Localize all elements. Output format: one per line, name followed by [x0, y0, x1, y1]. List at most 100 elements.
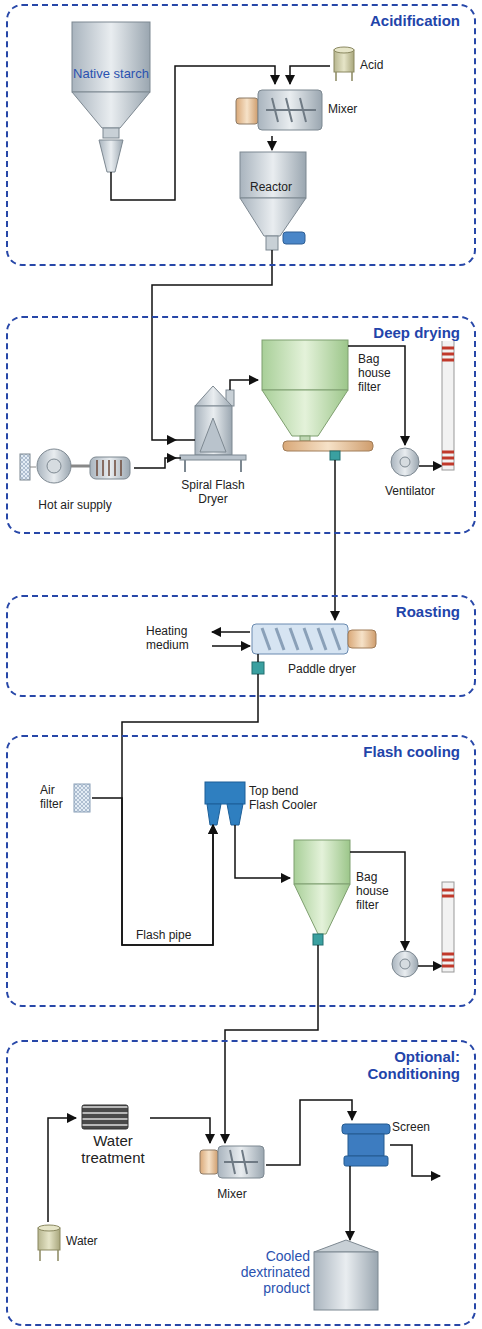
bag-house-filter	[294, 840, 350, 884]
flash-cooler-icon	[205, 782, 245, 825]
ventilator-and-stack	[442, 348, 454, 464]
equipment-node: Native starch	[70, 20, 152, 190]
reactor-vessel	[240, 198, 306, 236]
equipment-label: Water treatment	[72, 1132, 154, 1166]
stage-title: Optional: Conditioning	[340, 1048, 462, 1082]
hot-air-supply	[71, 465, 90, 468]
hot-air-supply	[30, 467, 36, 468]
flow-connector	[230, 380, 258, 390]
equipment-node: Mixer	[198, 1143, 266, 1205]
bag-house-filter	[283, 441, 373, 451]
reactor-vessel	[266, 236, 278, 250]
process-stage: AcidificationNative starchAcidMixerReact…	[6, 4, 476, 266]
screen-icon	[349, 1166, 351, 1172]
flow-connector	[122, 680, 258, 945]
water-tank	[40, 1250, 58, 1261]
equipment-node: Acid	[330, 45, 390, 85]
equipment-node: Top bend Flash Cooler	[203, 780, 330, 825]
stage-title: Flash cooling	[361, 743, 462, 760]
paddle-dryer	[212, 624, 376, 680]
equipment-node: Paddle dryer	[248, 620, 378, 680]
flow-connector	[266, 1100, 352, 1165]
bag-house-filter	[330, 451, 340, 460]
equipment-label: Water	[66, 1234, 98, 1248]
spiral-flash-dryer	[195, 406, 232, 455]
bag-house-filter	[348, 345, 400, 347]
equipment-label: Ventilator	[376, 484, 444, 498]
flow-connector	[152, 250, 272, 440]
acid-tank	[336, 72, 352, 81]
process-stage: RoastingPaddle dryer	[6, 595, 476, 697]
flow-connector	[290, 66, 330, 84]
equipment-label: Native starch	[70, 66, 152, 81]
equipment-node: Hot air supply	[16, 440, 134, 515]
acid-tank	[334, 47, 354, 53]
starch-hopper	[72, 92, 150, 128]
ventilator-and-stack	[391, 448, 419, 476]
flow-connector	[400, 346, 405, 445]
equipment-label: Bag house filter	[356, 870, 400, 912]
equipment-label: Acid	[360, 58, 383, 72]
flow-connector	[225, 948, 318, 1143]
bag-house-filter	[317, 945, 319, 948]
bag-house-filter	[313, 934, 323, 945]
hot-air-supply	[20, 454, 30, 480]
stream-label: Flash pipe	[136, 928, 206, 942]
equipment-node: Spiral Flash Dryer	[176, 390, 250, 515]
equipment-node: Water	[34, 1222, 110, 1262]
process-stage: Optional: ConditioningWater treatmentWat…	[6, 1040, 476, 1326]
mixer-icon	[236, 98, 258, 124]
air-filter-icon	[74, 784, 90, 812]
product-silo	[314, 1240, 378, 1310]
water-tank	[38, 1225, 60, 1261]
flow-connector	[150, 1118, 210, 1143]
equipment-label: Reactor	[236, 180, 306, 194]
flow-connector	[134, 458, 176, 468]
water-tank	[38, 1225, 60, 1231]
reactor-vessel	[240, 152, 306, 250]
screen-icon	[344, 1156, 388, 1166]
mixer-icon	[258, 90, 322, 130]
bag-house-filter	[294, 884, 350, 934]
bag-house-filter	[442, 882, 454, 972]
flow-connector	[235, 825, 290, 878]
bag-house-filter	[262, 390, 348, 436]
equipment-node: Ventilator	[376, 445, 444, 500]
flow-connector	[92, 798, 213, 945]
flow-connector	[111, 66, 275, 200]
bag-house-filter	[392, 951, 418, 977]
stage-title: Acidification	[368, 12, 462, 29]
process-stage: Deep dryingHot air supplySpiral Flash Dr…	[6, 316, 476, 534]
starch-hopper	[110, 172, 112, 190]
starch-hopper	[99, 140, 123, 172]
mixer-icon	[266, 98, 316, 122]
process-stage: Flash coolingAir filter Top bend Flash Co…	[6, 735, 476, 1007]
air-filter-icon	[74, 784, 90, 812]
flash-cooler-icon	[227, 804, 243, 825]
spiral-flash-dryer	[176, 386, 246, 472]
water-treatment-icon	[82, 1105, 128, 1129]
equipment-label: Bag house filter	[358, 352, 400, 394]
flash-cooler-icon	[205, 782, 245, 804]
spiral-flash-dryer	[176, 440, 195, 458]
equipment-label: Air filter	[40, 783, 74, 811]
equipment-label: Screen	[392, 1120, 430, 1134]
product-silo	[314, 1252, 378, 1310]
ventilator-and-stack	[400, 457, 410, 467]
bag-house-filter	[262, 340, 348, 390]
equipment-label: Mixer	[198, 1187, 266, 1201]
hot-air-supply	[97, 460, 121, 476]
mixer-icon	[200, 1150, 218, 1174]
equipment-label: Paddle dryer	[272, 662, 372, 676]
equipment-label: Spiral Flash Dryer	[170, 478, 256, 506]
spiral-flash-dryer	[180, 455, 246, 460]
hot-air-supply	[37, 449, 71, 483]
equipment-label: Hot air supply	[20, 498, 130, 512]
starch-hopper	[72, 22, 150, 92]
screen-icon	[390, 1145, 440, 1176]
paddle-dryer	[262, 628, 340, 650]
starch-hopper	[103, 128, 119, 138]
spiral-flash-dryer	[200, 418, 226, 452]
reactor-vessel	[283, 232, 305, 244]
